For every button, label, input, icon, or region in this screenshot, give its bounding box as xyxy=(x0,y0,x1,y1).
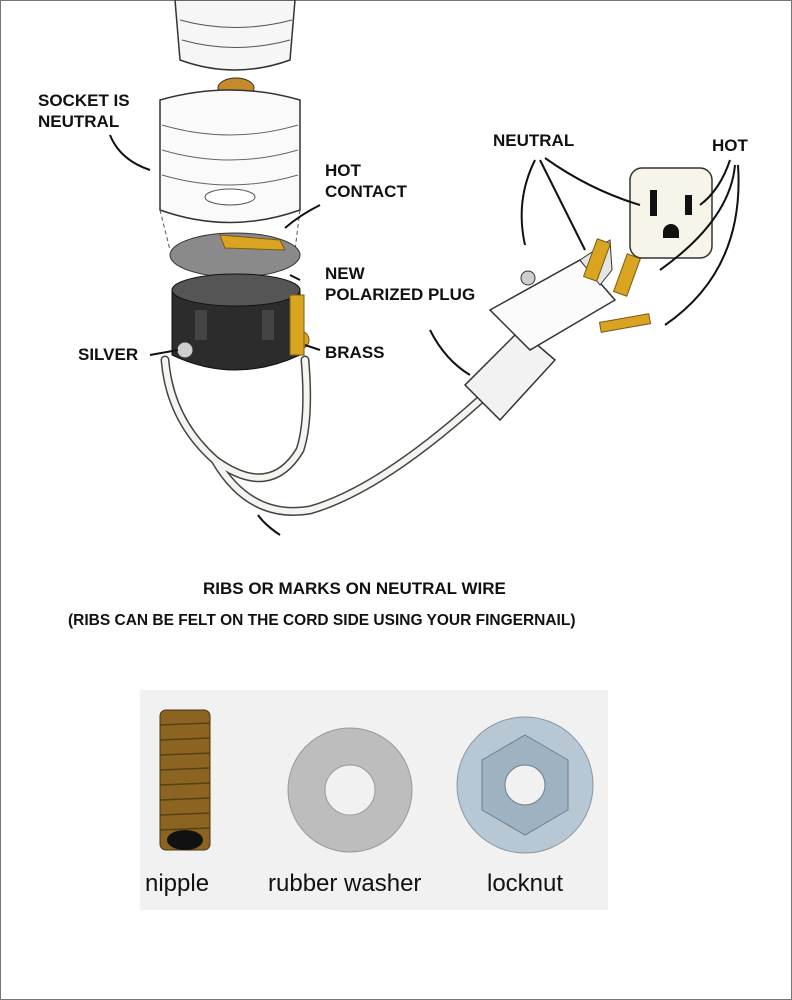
label-socket-neutral: SOCKET IS NEUTRAL xyxy=(38,90,130,132)
label-line: SOCKET IS xyxy=(38,91,130,110)
socket-shell xyxy=(159,89,301,251)
part-label-locknut: locknut xyxy=(487,870,564,897)
label-line: CONTACT xyxy=(325,182,407,201)
bulb-base xyxy=(174,0,296,99)
label-line: NEUTRAL xyxy=(38,112,120,131)
callout-arrows xyxy=(109,134,740,536)
nipple-image xyxy=(159,709,211,851)
polarized-plug xyxy=(463,238,652,422)
label-ribs-note: (RIBS CAN BE FELT ON THE CORD SIDE USING… xyxy=(68,612,576,629)
part-label-nipple: nipple xyxy=(145,870,210,897)
label-line: POLARIZED PLUG xyxy=(325,285,476,304)
label-ribs: RIBS OR MARKS ON NEUTRAL WIRE xyxy=(203,579,506,598)
label-hot-contact: HOT CONTACT xyxy=(325,160,407,202)
hot-contact-disk xyxy=(169,232,301,278)
label-new-polarized-plug: NEW POLARIZED PLUG xyxy=(325,263,475,305)
rubber-washer-image xyxy=(287,727,413,853)
parts-illustration xyxy=(159,709,594,854)
label-neutral: NEUTRAL xyxy=(493,131,575,150)
lamp-cord xyxy=(160,355,485,516)
label-line: NEW xyxy=(325,264,365,283)
label-silver: SILVER xyxy=(78,345,139,364)
outlet xyxy=(629,167,713,259)
parts-photo: nipple rubber washer locknut xyxy=(140,690,608,910)
label-hot: HOT xyxy=(712,136,748,155)
socket-body xyxy=(171,273,310,371)
part-label-rubber-washer: rubber washer xyxy=(268,870,422,897)
label-brass: BRASS xyxy=(325,343,385,362)
locknut-image xyxy=(456,716,594,854)
label-line: HOT xyxy=(325,161,361,180)
